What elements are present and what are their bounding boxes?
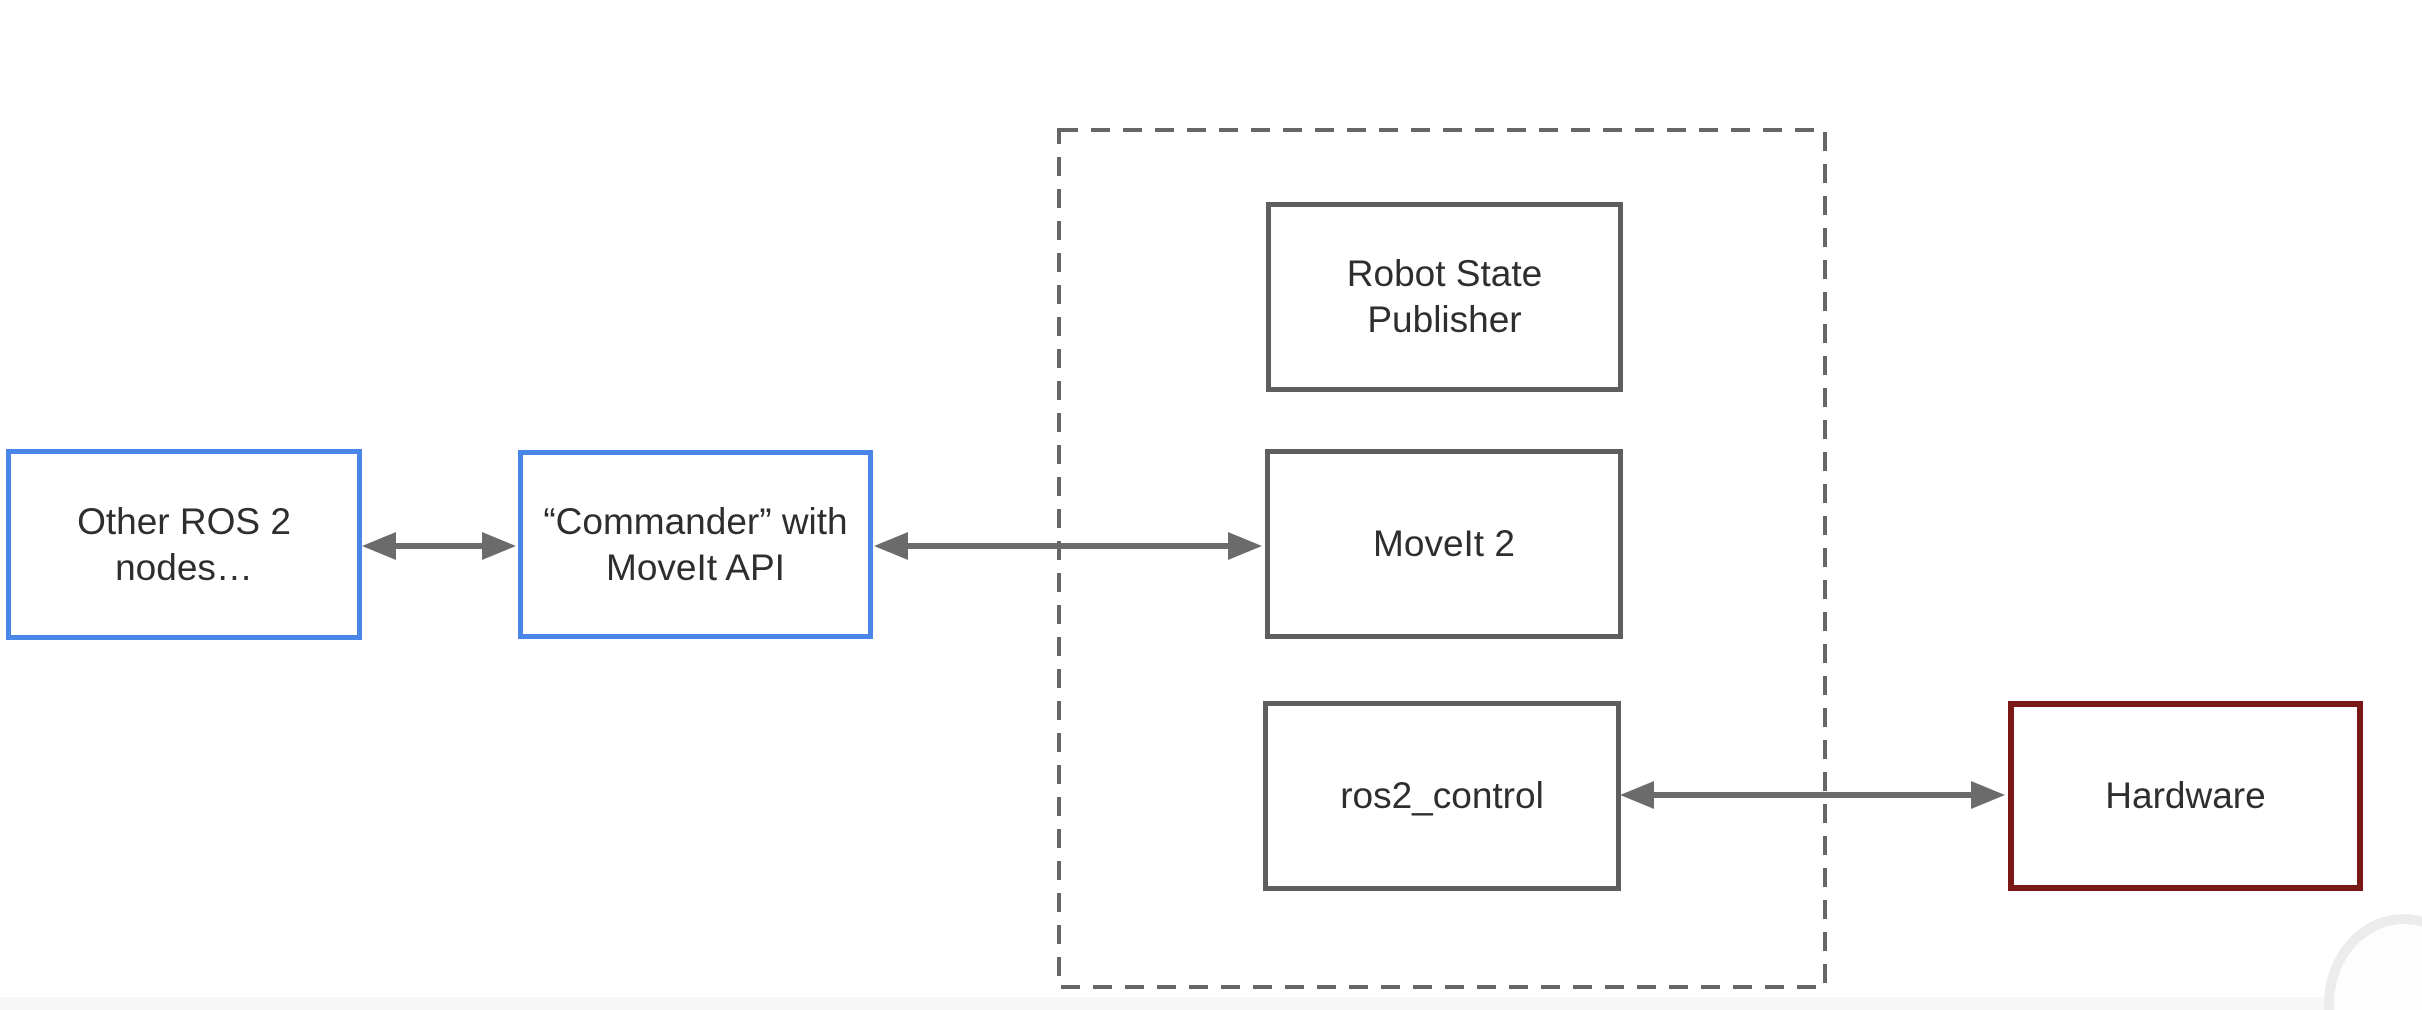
node-other-ros2-nodes: Other ROS 2 nodes… [6, 449, 362, 640]
connector-ros2control-to-hardware [1620, 781, 2005, 809]
node-hardware: Hardware [2008, 701, 2363, 891]
node-label-line: Robot State [1346, 253, 1543, 294]
connector-commander-to-moveit2 [874, 532, 1262, 560]
bottom-edge-strip [0, 997, 2422, 1010]
arrow-head-left-icon [1620, 781, 1654, 809]
node-label-line: ros2_control [1340, 775, 1544, 816]
node-robot-state-publisher: Robot State Publisher [1266, 202, 1623, 392]
node-label-line: Other ROS 2 [77, 500, 291, 542]
node-ros2-control: ros2_control [1263, 701, 1621, 891]
node-moveit-2: MoveIt 2 [1265, 449, 1623, 639]
arrow-head-right-icon [1228, 532, 1262, 560]
arrow-head-right-icon [1971, 781, 2005, 809]
node-label-line: Publisher [1367, 299, 1522, 340]
node-label-line: MoveIt 2 [1373, 523, 1515, 564]
node-label-line: Hardware [2105, 775, 2266, 816]
arrow-head-right-icon [482, 532, 516, 560]
node-commander-with-moveit-api: “Commander” with MoveIt API [518, 450, 873, 639]
node-label-line: MoveIt API [606, 546, 785, 588]
node-label-line: “Commander” with [543, 500, 848, 542]
arrow-head-left-icon [874, 532, 908, 560]
node-label-line: nodes… [115, 546, 253, 588]
arrow-head-left-icon [362, 532, 396, 560]
dashed-container-border [1057, 128, 1827, 989]
connector-other-to-commander [362, 532, 516, 560]
